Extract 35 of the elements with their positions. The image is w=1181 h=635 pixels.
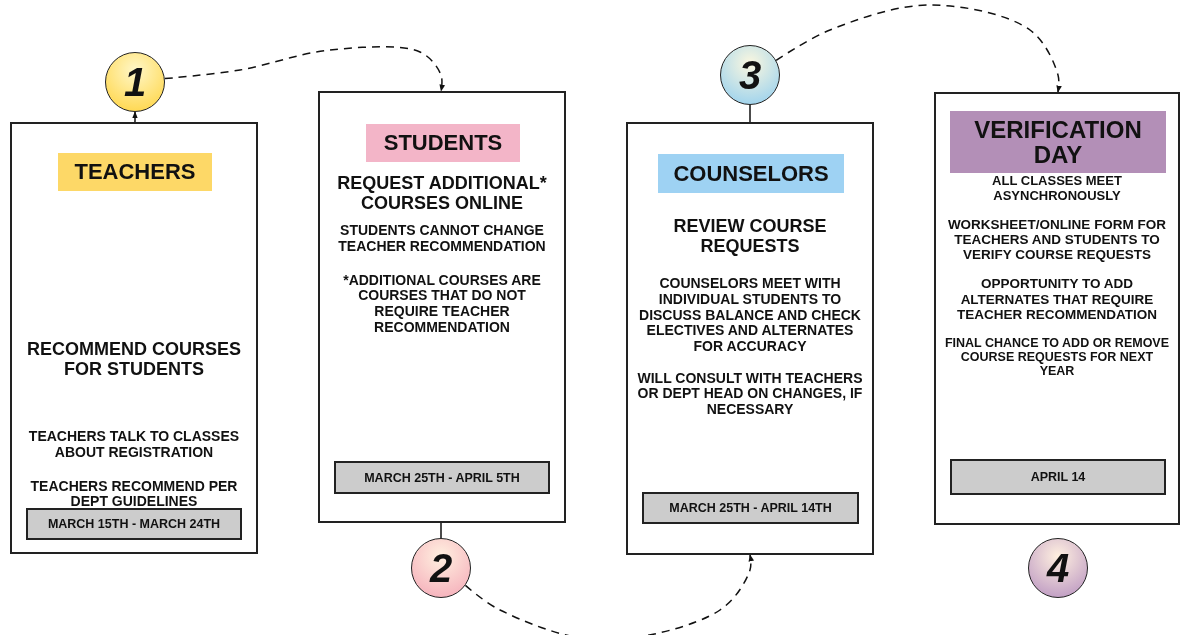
dashed-arrow [132,111,138,123]
connector-line [749,104,751,123]
body-text: *ADDITIONAL COURSES ARE COURSES THAT DO NOT REQUIRE TEACHER RECOMMENDATION [342,272,542,336]
body-text: STUDENTS CANNOT CHANGE TEACHER RECOMMENDATION [337,223,547,255]
title-banner: COUNSELORS [658,154,844,193]
body-text: WORKSHEET/ONLINE FORM FOR TEACHERS AND STUDENTS TO VERIFY COURSE REQUESTS [946,217,1168,263]
body-text: FINAL CHANCE TO ADD OR REMOVE COURSE REQUESTS FOR NEXT YEAR [944,335,1170,378]
step-card [318,91,566,523]
title-banner: TEACHERS [58,153,212,191]
body-text: REQUEST ADDITIONAL* COURSES ONLINE [336,173,548,214]
body-text: TEACHERS TALK TO CLASSES ABOUT REGISTRATION [27,429,241,461]
step-number-circle: 3 [720,45,780,105]
body-text: ALL CLASSES MEET ASYNCHRONOUSLY [991,174,1123,204]
step-number-circle: 1 [105,52,165,112]
step-card [10,122,258,554]
step-number-circle: 2 [411,538,471,598]
step-number-circle: 4 [1028,538,1088,598]
body-text: WILL CONSULT WITH TEACHERS OR DEPT HEAD ON CHANGES, IF NECESSARY [636,370,864,418]
body-text: TEACHERS RECOMMEND PER DEPT GUIDELINES [29,478,239,510]
dashed-arrow [164,46,445,92]
date-bar: MARCH 25TH - APRIL 14TH [642,492,859,524]
step-card [626,122,874,555]
date-bar: MARCH 25TH - APRIL 5TH [334,461,550,494]
date-bar: MARCH 15TH - MARCH 24TH [26,508,242,540]
body-text: COUNSELORS MEET WITH INDIVIDUAL STUDENTS TO DISCUSS BALANCE AND CHECK ELECTIVES AND ALTERNATES FOR ACCURACY [638,276,862,355]
body-text: OPPORTUNITY TO ADD ALTERNATES THAT REQUIRE TEACHER RECOMMENDATION [956,276,1158,322]
dashed-arrow [775,4,1062,93]
title-banner: VERIFICATION DAY [950,111,1166,173]
step-card [934,92,1180,525]
title-banner: STUDENTS [366,124,520,162]
body-text: REVIEW COURSE REQUESTS [672,216,828,257]
connector-line [440,522,442,539]
date-bar: APRIL 14 [950,459,1166,495]
body-text: RECOMMEND COURSES FOR STUDENTS [26,339,242,380]
dashed-arrow [464,554,754,635]
